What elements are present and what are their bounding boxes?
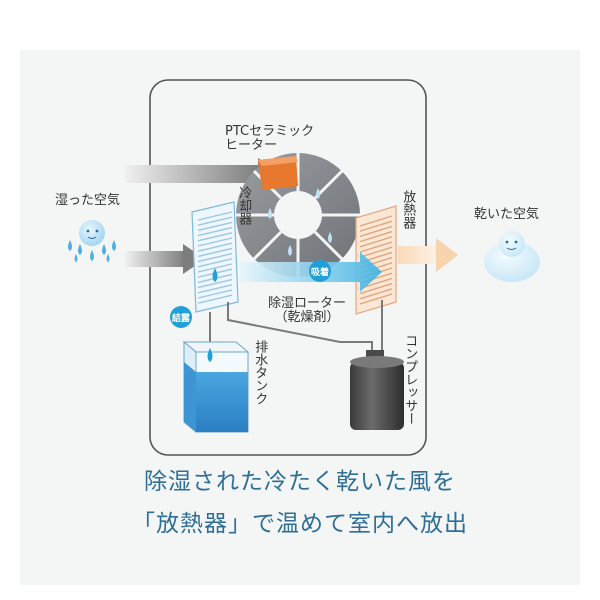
ptc-heater-label: PTCセラミック ヒーター	[225, 125, 314, 152]
humid-air-icon	[68, 220, 116, 262]
caption-line2: 「放熱器」で温めて室内へ放出	[132, 511, 468, 537]
rotor-label: 除湿ローター （乾燥剤）	[268, 297, 346, 324]
ptc-heater-label-line1: PTCセラミック	[225, 124, 315, 139]
compressor-label: コンプレッサー	[402, 334, 418, 425]
condensation-badge: 結露	[170, 306, 192, 328]
dry-air-label: 乾いた空気	[474, 207, 540, 222]
drain-tank	[182, 340, 250, 434]
cooler-label: 冷却器	[236, 186, 252, 225]
desiccant-rotor	[236, 153, 360, 277]
rotor-label-line2: （乾燥剤）	[274, 309, 340, 325]
refrigerant-pipes	[209, 300, 383, 352]
diagram-background	[20, 50, 580, 585]
adsorption-badge: 吸着	[309, 260, 331, 282]
unit-housing	[149, 79, 427, 456]
caption-line1: 除湿された冷たく乾いた風を	[144, 469, 456, 495]
cooler-coil	[191, 201, 239, 313]
ptc-heater	[258, 156, 298, 190]
dry-air-icon	[484, 231, 540, 282]
ptc-heater-label-line2: ヒーター	[225, 137, 278, 153]
humid-air-label: 湿った空気	[55, 193, 121, 208]
compressor	[350, 350, 404, 430]
drain-tank-label: 排水タンク	[252, 340, 268, 405]
rotor-label-line1: 除湿ローター	[268, 296, 347, 311]
outlet-arrow	[398, 238, 458, 272]
radiator-label: 放熱器	[400, 190, 416, 229]
